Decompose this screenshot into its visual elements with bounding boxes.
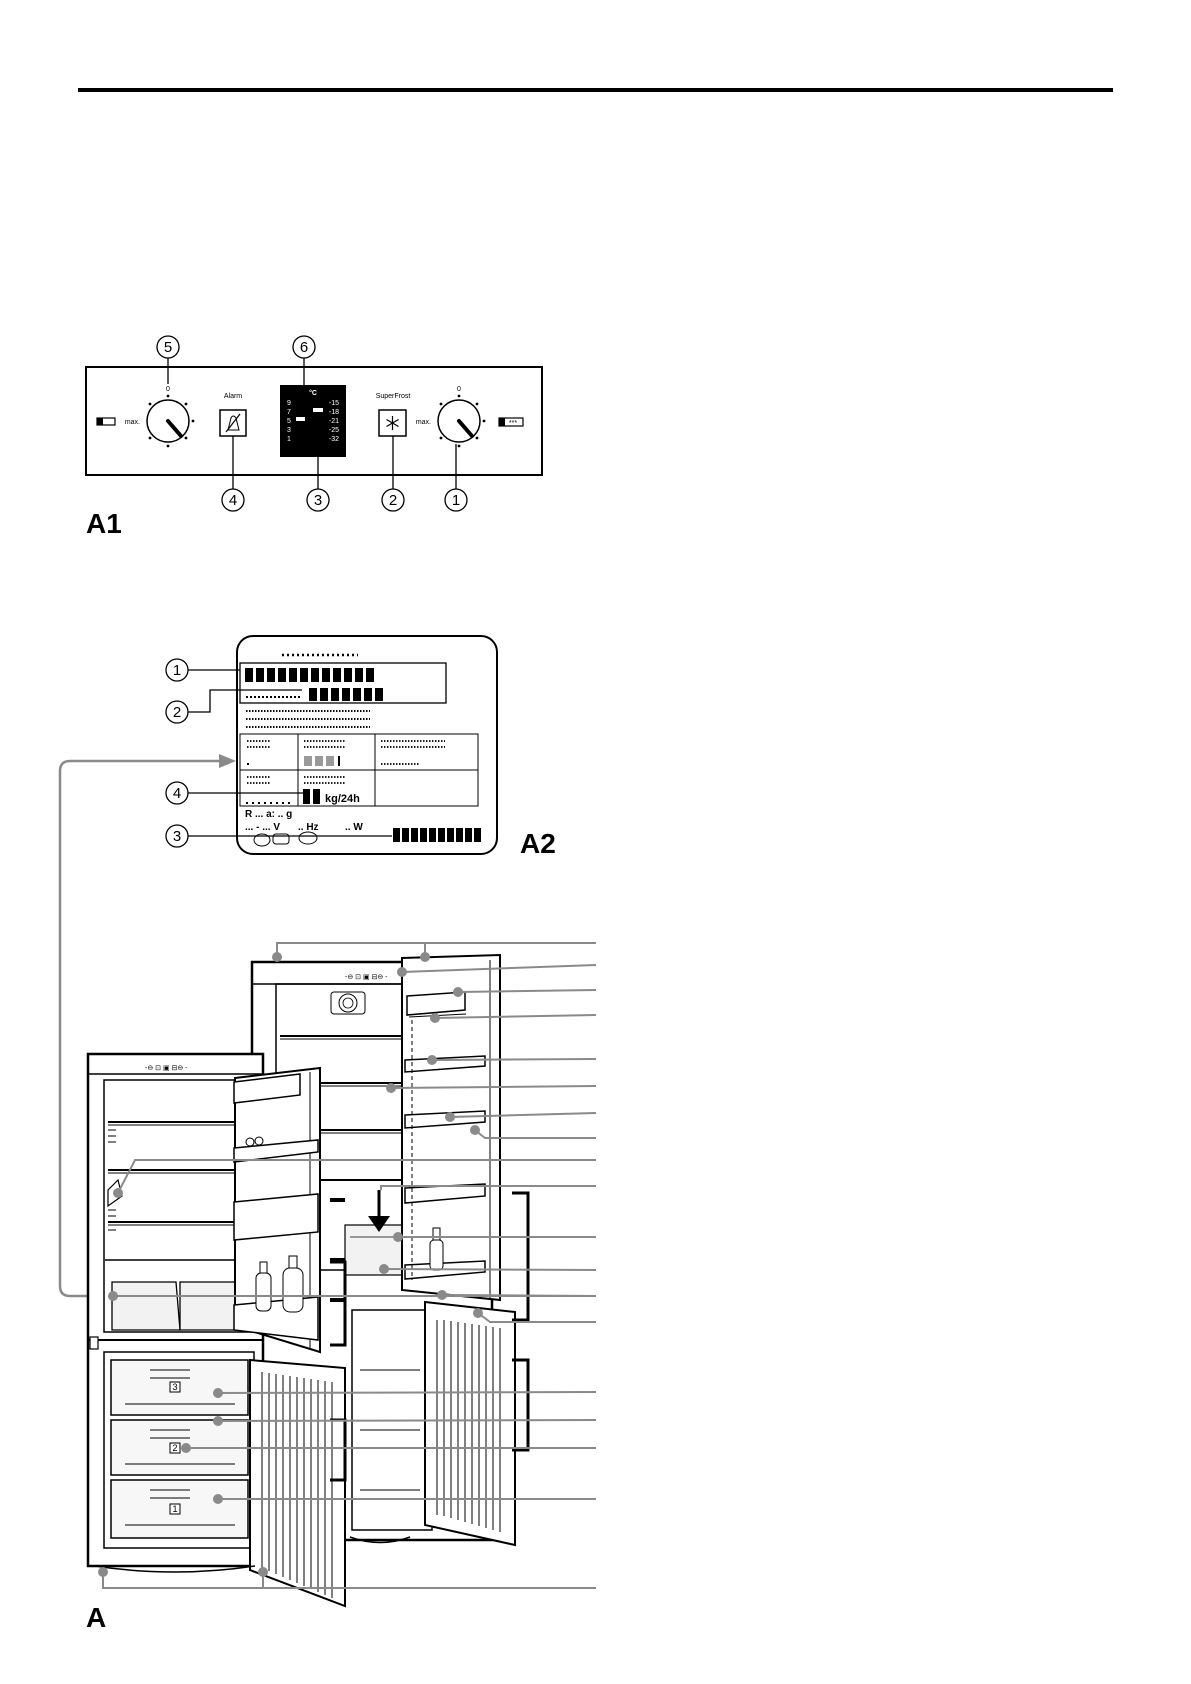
capacity-text: kg/24h (325, 793, 360, 805)
display-unit: °C (309, 389, 317, 397)
temperature-display: °C 9 7 5 3 1 -15 -18 -21 -25 -32 (280, 385, 346, 457)
capacity-bars (303, 789, 320, 804)
svg-text:3: 3 (173, 828, 181, 845)
svg-text:1: 1 (173, 662, 181, 679)
svg-text:4: 4 (173, 785, 181, 802)
left-dial-max: max. (125, 419, 140, 426)
svg-text:6: 6 (300, 339, 308, 356)
display-left-scale-value: 1 (287, 436, 291, 443)
drawer-number-3: 3 (172, 1382, 177, 1392)
figure-a1-label: A1 (86, 508, 122, 539)
fridge-level-indicator (296, 417, 305, 421)
model-field-box (239, 662, 447, 704)
serial-number-bar (393, 828, 481, 842)
svg-text:2: 2 (389, 492, 397, 509)
watt-text: .. W (345, 822, 363, 833)
svg-text:-⊖ ⊡ ▣ ⊟⊖ -: -⊖ ⊡ ▣ ⊟⊖ - (345, 974, 388, 981)
figure-a2-label: A2 (520, 828, 556, 859)
display-left-scale-value: 9 (287, 400, 291, 407)
figure-a1: 0 max. Alarm °C 9 7 5 3 1 -15 -18 -21 -25 -32 Su… (85, 335, 543, 539)
display-right-scale-value: -18 (329, 409, 339, 416)
alarm-label: Alarm (224, 393, 242, 400)
left-dial-zero: 0 (166, 386, 170, 393)
display-right-scale-value: -32 (329, 436, 339, 443)
svg-text:4: 4 (229, 492, 237, 509)
rear-appliance: -⊖ ⊡ ▣ ⊟⊖ - (250, 953, 530, 1547)
svg-text:***: *** (509, 420, 517, 427)
svg-text:1: 1 (452, 492, 460, 509)
model-number-bar (245, 668, 374, 682)
freezer-level-indicator (313, 408, 323, 412)
display-right-scale-value: -21 (329, 418, 339, 425)
display-right-scale-value: -15 (329, 400, 339, 407)
refrigerant-text: R ... a: .. g (245, 809, 292, 820)
display-left-scale-value: 3 (287, 427, 291, 434)
figure-a-callout-leaders (102, 942, 597, 1589)
svg-text:3: 3 (314, 492, 322, 509)
down-arrow-icon (368, 1190, 390, 1232)
service-number-bar (309, 688, 383, 701)
superfrost-label: SuperFrost (376, 393, 411, 400)
a2-callout-3: 3 (165, 824, 392, 848)
fan-icon (330, 991, 366, 1015)
front-appliance: -⊖ ⊡ ▣ ⊟⊖ - (86, 1052, 347, 1608)
right-dial-zero: 0 (457, 386, 461, 393)
display-left-scale-value: 7 (287, 409, 291, 416)
figure-a-label: A (86, 1602, 106, 1633)
right-compartment-icon: *** (498, 417, 524, 427)
hz-text: .. Hz (298, 822, 319, 833)
climate-class-bars (304, 756, 340, 766)
callout-4: 4 (221, 436, 245, 512)
svg-text:-⊖ ⊡ ▣ ⊟⊖ -: -⊖ ⊡ ▣ ⊟⊖ - (145, 1065, 188, 1072)
callout-5: 5 (156, 335, 180, 384)
certification-marks (253, 831, 318, 847)
drawer-number-2: 2 (172, 1443, 177, 1453)
callout-2: 2 (381, 436, 405, 512)
right-temperature-dial[interactable] (437, 394, 486, 448)
figure-a: -⊖ ⊡ ▣ ⊟⊖ - (86, 953, 530, 1608)
figure-a-callout-dots (98, 952, 483, 1577)
left-compartment-icon (96, 417, 116, 426)
drawer-number-1: 1 (172, 1504, 177, 1514)
rating-plate-leader (58, 754, 236, 1298)
a2-callout-2: 2 (165, 689, 302, 724)
display-left-scale-value: 5 (287, 418, 291, 425)
a2-callout-4: 4 (165, 781, 303, 805)
rating-table (239, 733, 479, 807)
figure-a2: kg/24h R ... a: .. g ... - ... V .. Hz .… (165, 635, 556, 859)
callout-3: 3 (306, 440, 330, 512)
svg-text:5: 5 (164, 339, 172, 356)
voltage-text: ... - ... V (245, 822, 280, 833)
a2-callout-1: 1 (165, 658, 240, 682)
svg-text:2: 2 (173, 704, 181, 721)
callout-1: 1 (444, 444, 468, 512)
callout-6: 6 (292, 335, 316, 392)
left-temperature-dial[interactable] (146, 394, 195, 448)
superfrost-button[interactable] (378, 409, 407, 437)
right-dial-max: max. (416, 419, 431, 426)
header-rule (78, 88, 1113, 92)
alarm-button[interactable] (219, 409, 247, 437)
display-right-scale-value: -25 (329, 427, 339, 434)
